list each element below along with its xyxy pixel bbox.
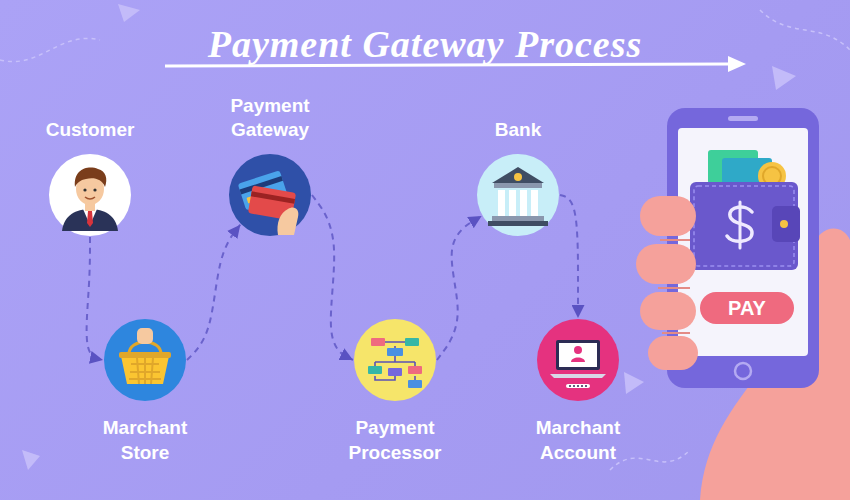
flow-connector xyxy=(187,225,240,360)
step-label: Payment Processor xyxy=(331,416,459,465)
step-icon xyxy=(103,318,187,402)
step-label-group: Payment Processor xyxy=(331,416,459,465)
flow-step: Marchant Account xyxy=(514,318,642,465)
step-circle xyxy=(228,153,312,237)
step-circle xyxy=(476,153,560,237)
step-icon xyxy=(476,153,560,237)
phone-illustration xyxy=(636,108,850,500)
flow-step: Payment Gateway xyxy=(206,94,334,237)
step-label: Payment Gateway xyxy=(206,94,334,143)
step-icon xyxy=(353,318,437,402)
step-icon xyxy=(536,318,620,402)
pay-button-label: PAY xyxy=(700,292,794,324)
step-label: Customer xyxy=(26,118,154,143)
step-circle xyxy=(48,153,132,237)
flow-step: Marchant Store xyxy=(81,318,209,465)
flow-connector xyxy=(437,216,482,360)
flow-step: Bank xyxy=(454,118,582,237)
step-label-group: Marchant Store xyxy=(81,416,209,465)
step-circle xyxy=(353,318,437,402)
step-label-group: Payment Gateway xyxy=(206,94,334,143)
flow-step: Customer xyxy=(26,118,154,237)
step-icon xyxy=(228,153,312,237)
step-label: Bank xyxy=(454,118,582,143)
step-circle xyxy=(536,318,620,402)
step-circle xyxy=(103,318,187,402)
step-icon xyxy=(48,153,132,237)
flow-connector xyxy=(87,237,103,360)
step-label: Marchant Account xyxy=(514,416,642,465)
step-label-group: Bank xyxy=(454,118,582,143)
flow-connector xyxy=(312,195,353,360)
flow-connector xyxy=(560,195,578,318)
step-label-group: Customer xyxy=(26,118,154,143)
step-label: Marchant Store xyxy=(81,416,209,465)
step-label-group: Marchant Account xyxy=(514,416,642,465)
diagram-title: Payment Gateway Process xyxy=(0,22,850,66)
decor-dashes xyxy=(0,10,850,470)
flow-step: Payment Processor xyxy=(331,318,459,465)
